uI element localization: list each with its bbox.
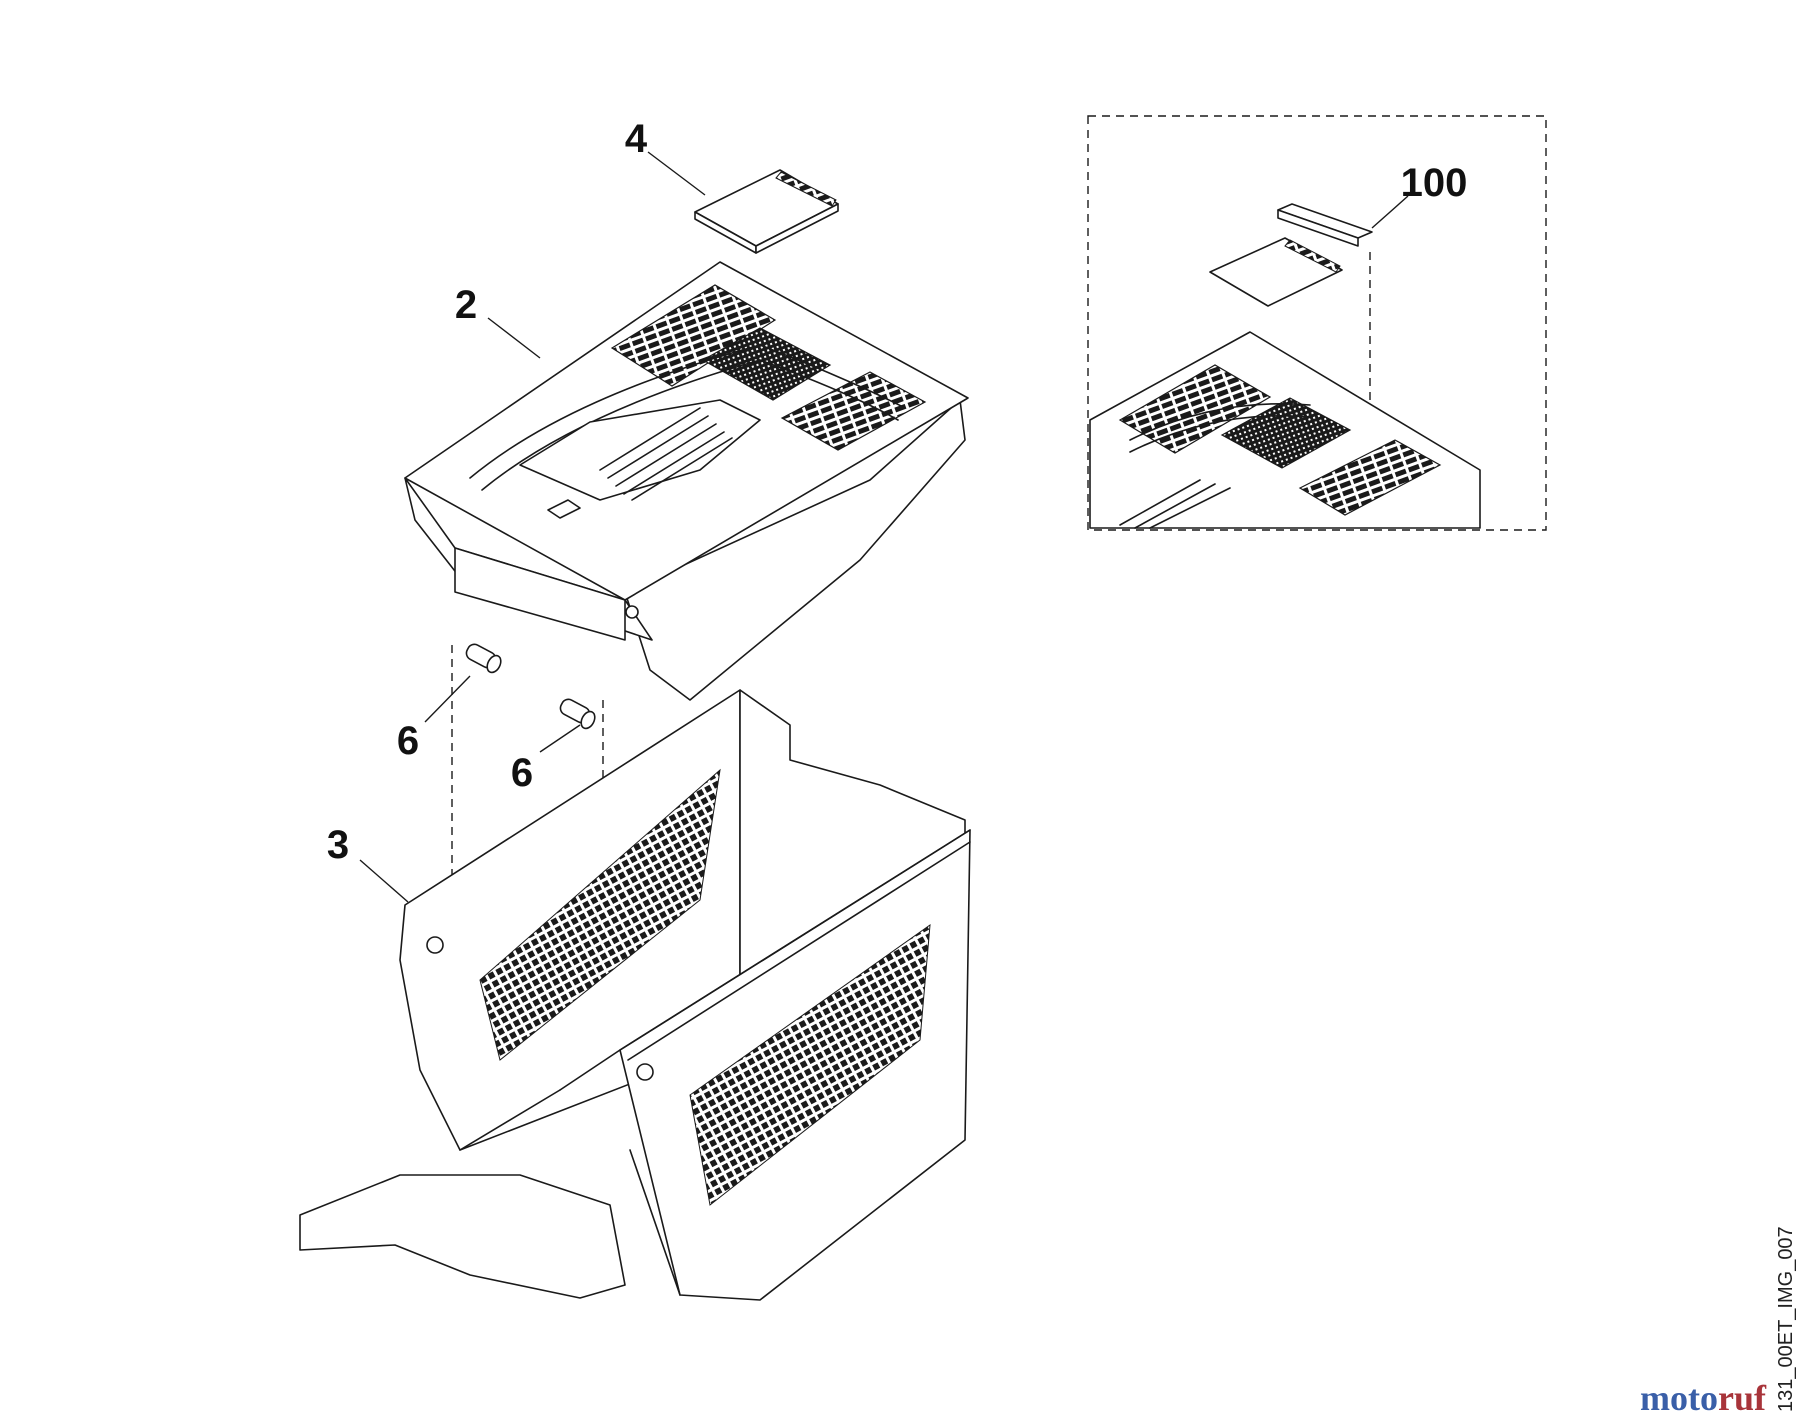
callout-6-left: 6 [397, 719, 419, 763]
pin-left [465, 643, 502, 674]
leader-lines [359, 151, 1409, 903]
callout-2: 2 [455, 283, 477, 327]
kit-inset [1087, 115, 1547, 531]
cover-part [404, 261, 969, 701]
callout-4: 4 [625, 117, 648, 161]
flap-part [694, 169, 839, 254]
watermark-suffix: ruf [1718, 1378, 1767, 1418]
watermark-prefix: moto [1640, 1378, 1718, 1418]
watermark-logo: motoruf [1640, 1378, 1767, 1418]
callout-6-right: 6 [511, 751, 533, 795]
callout-3: 3 [327, 823, 349, 867]
basket-part [299, 689, 971, 1301]
image-code: 131_00ET_IMG_007 [1775, 1226, 1797, 1412]
svg-text:motoruf: motoruf [1640, 1378, 1767, 1418]
pin-right [559, 698, 596, 730]
cover-ribs [599, 407, 733, 501]
callout-100: 100 [1401, 161, 1468, 205]
